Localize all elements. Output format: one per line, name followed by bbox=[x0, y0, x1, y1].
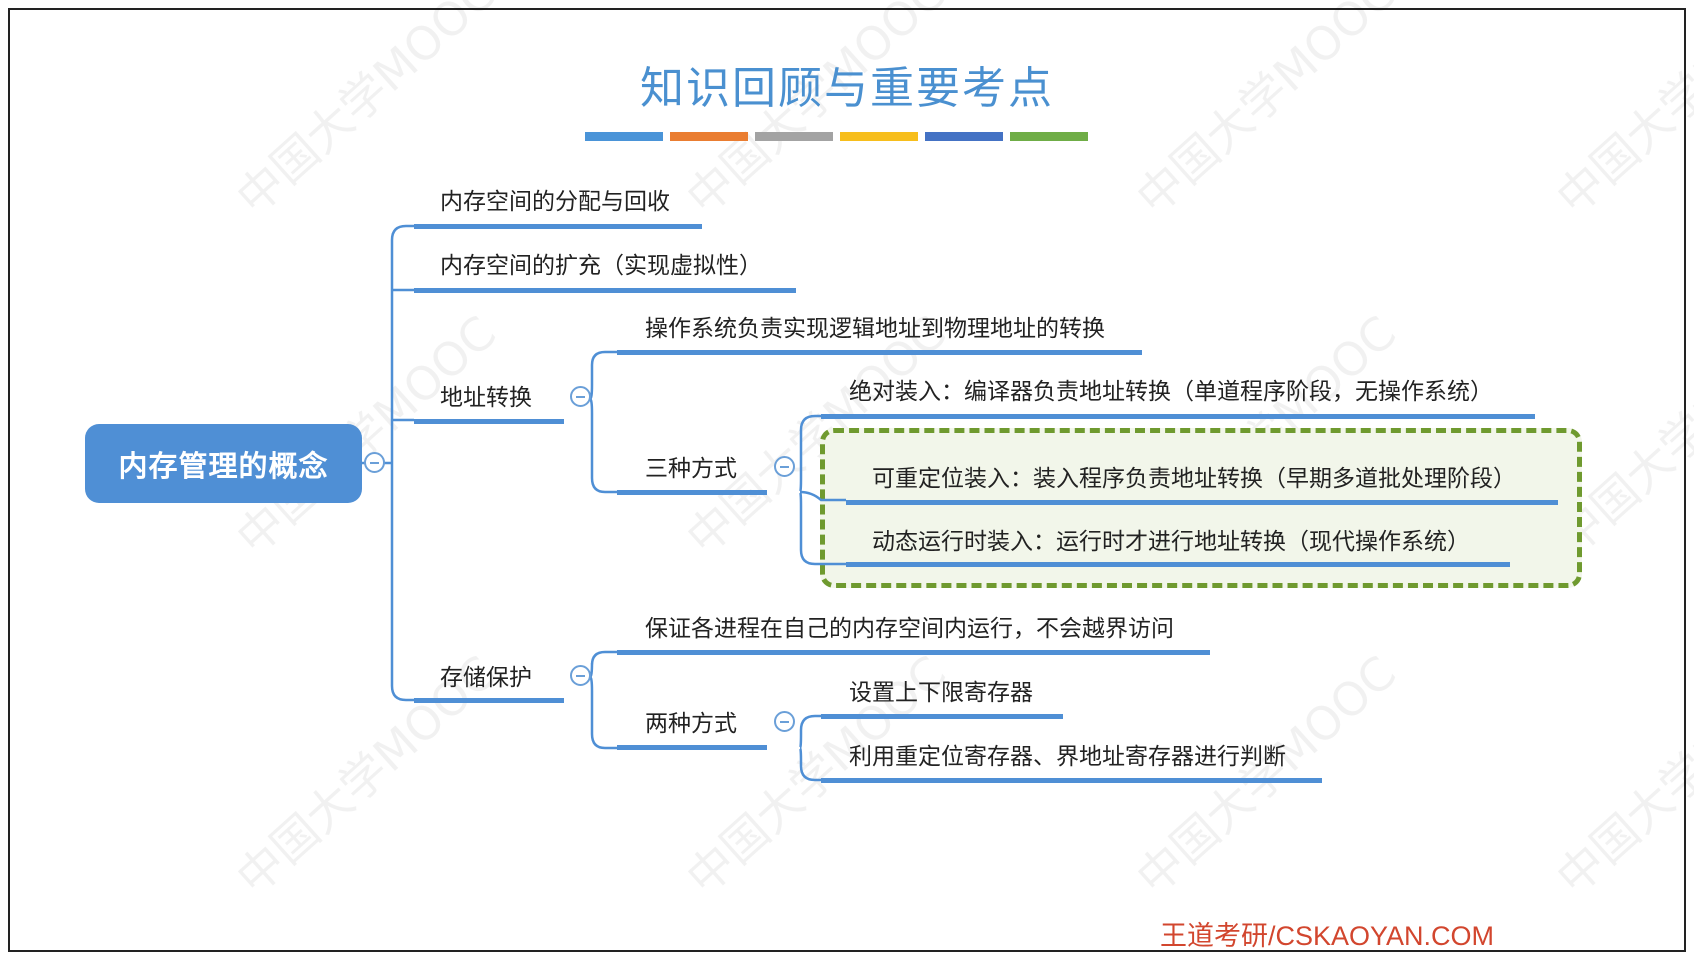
color-bar bbox=[670, 132, 748, 141]
node-underline bbox=[617, 490, 767, 495]
collapse-toggle-address[interactable] bbox=[570, 386, 591, 407]
node-underline bbox=[846, 562, 1510, 567]
node-os-conversion[interactable]: 操作系统负责实现逻辑地址到物理地址的转换 bbox=[645, 316, 1105, 342]
color-bars bbox=[585, 132, 1088, 141]
node-protection-desc[interactable]: 保证各进程在自己的内存空间内运行，不会越界访问 bbox=[645, 616, 1174, 642]
color-bar bbox=[755, 132, 833, 141]
node-storage-protection[interactable]: 存储保护 bbox=[440, 665, 532, 691]
node-underline bbox=[821, 414, 1535, 419]
node-absolute-loading[interactable]: 绝对装入：编译器负责地址转换（单道程序阶段，无操作系统） bbox=[849, 379, 1493, 405]
color-bar bbox=[585, 132, 663, 141]
node-relocatable-loading[interactable]: 可重定位装入：装入程序负责地址转换（早期多道批处理阶段） bbox=[872, 466, 1516, 492]
node-address-conversion[interactable]: 地址转换 bbox=[440, 385, 532, 411]
node-underline bbox=[821, 778, 1322, 783]
node-underline bbox=[414, 698, 564, 703]
node-memory-expansion[interactable]: 内存空间的扩充（实现虚拟性） bbox=[440, 253, 762, 279]
footer-brand: 王道考研/CSKAOYAN.COM bbox=[1159, 921, 1494, 951]
node-three-ways[interactable]: 三种方式 bbox=[645, 456, 737, 482]
node-underline bbox=[617, 350, 1142, 355]
node-two-ways[interactable]: 两种方式 bbox=[645, 711, 737, 737]
node-memory-allocation[interactable]: 内存空间的分配与回收 bbox=[440, 189, 670, 215]
node-underline bbox=[617, 650, 1210, 655]
node-underline bbox=[414, 224, 702, 229]
node-bounds-registers[interactable]: 设置上下限寄存器 bbox=[849, 680, 1033, 706]
node-underline bbox=[414, 419, 564, 424]
color-bar bbox=[840, 132, 918, 141]
color-bar bbox=[1010, 132, 1088, 141]
node-dynamic-loading[interactable]: 动态运行时装入：运行时才进行地址转换（现代操作系统） bbox=[872, 529, 1470, 555]
highlight-box bbox=[820, 428, 1582, 588]
root-node[interactable]: 内存管理的概念 bbox=[85, 424, 362, 503]
collapse-toggle-protection[interactable] bbox=[570, 665, 591, 686]
node-underline bbox=[821, 714, 1063, 719]
collapse-toggle-three-ways[interactable] bbox=[774, 456, 795, 477]
collapse-toggle-two-ways[interactable] bbox=[774, 711, 795, 732]
node-relocation-registers[interactable]: 利用重定位寄存器、界地址寄存器进行判断 bbox=[849, 744, 1286, 770]
slide-title: 知识回顾与重要考点 bbox=[640, 63, 1054, 114]
node-underline bbox=[617, 745, 767, 750]
color-bar bbox=[925, 132, 1003, 141]
collapse-toggle-root[interactable] bbox=[364, 452, 385, 473]
node-underline bbox=[846, 500, 1558, 505]
node-underline bbox=[414, 288, 796, 293]
